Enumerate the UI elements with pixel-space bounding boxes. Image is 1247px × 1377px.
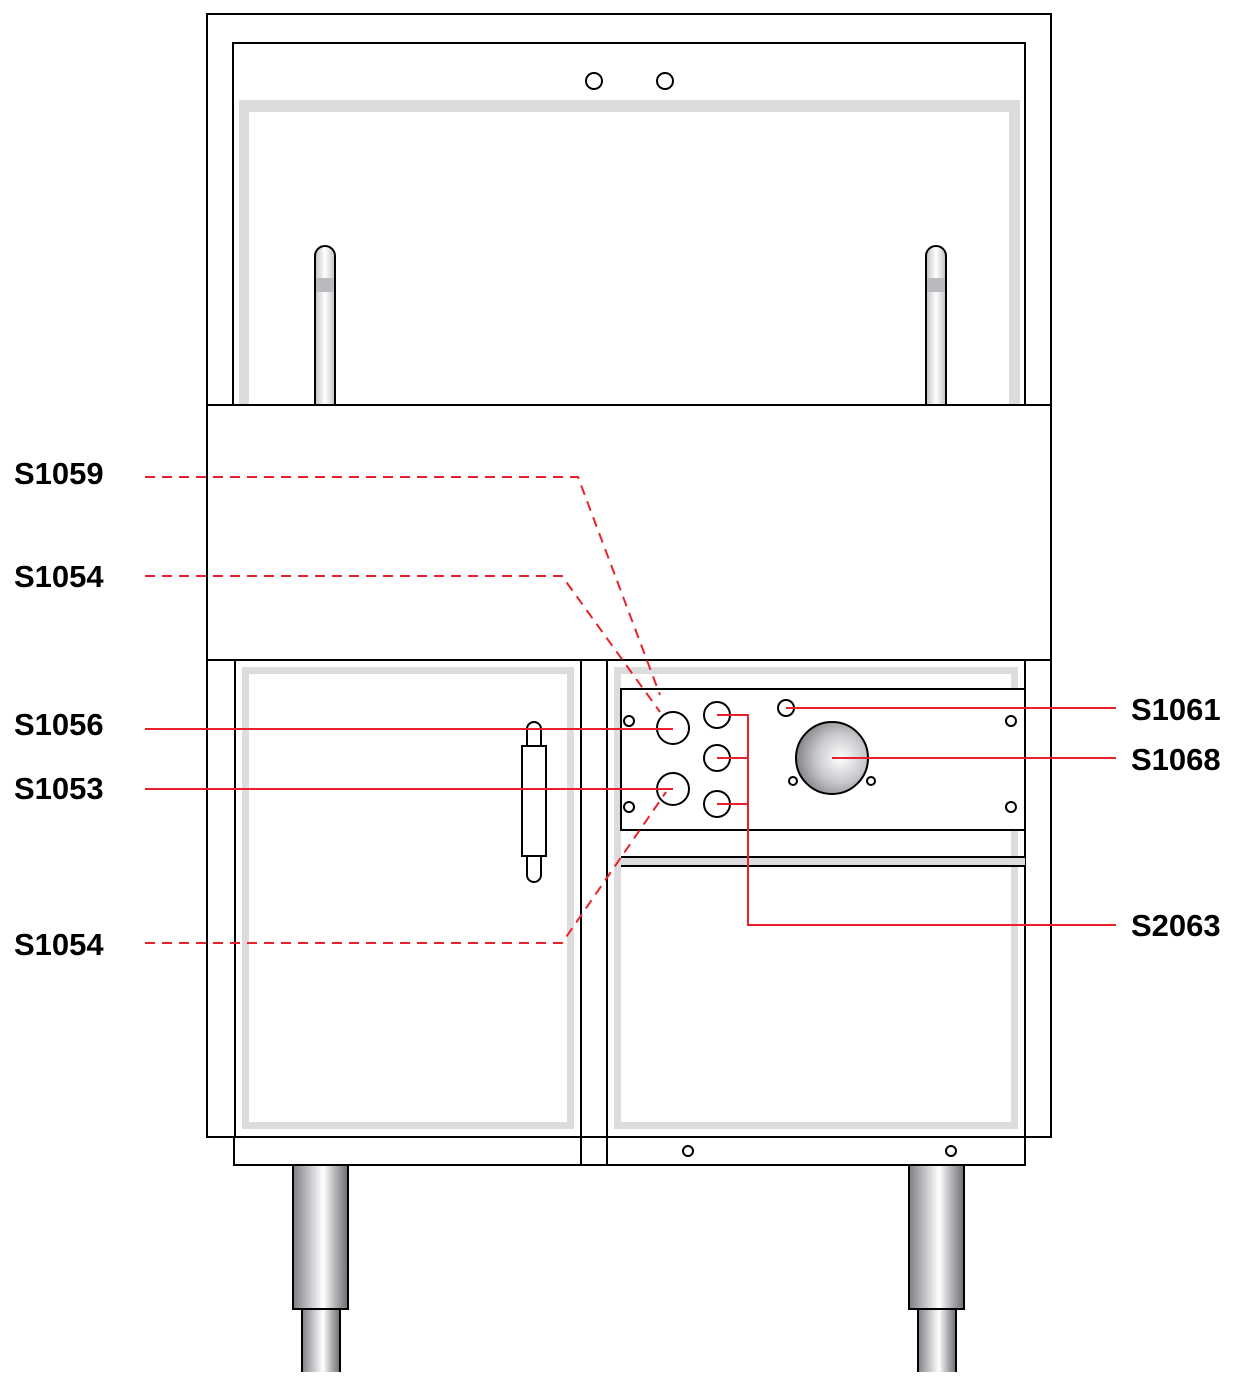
front-band (206, 404, 1052, 661)
leader-s1054-upper (145, 575, 661, 713)
label-s1059: S1059 (14, 456, 104, 491)
panel-screw (623, 715, 635, 727)
callout-lines (145, 476, 1116, 944)
door-handle[interactable] (521, 721, 547, 883)
left-door[interactable] (234, 659, 582, 1138)
upper-recess (232, 42, 1026, 406)
side-rails (314, 245, 947, 405)
center-divider (580, 659, 608, 1138)
label-s1053: S1053 (14, 771, 104, 806)
label-s1054-lower: S1054 (14, 927, 104, 962)
panel-screw (1005, 801, 1017, 813)
leader-s1054-lower (145, 791, 667, 944)
label-s1068: S1068 (1131, 742, 1221, 777)
label-s1054-upper: S1054 (14, 559, 104, 594)
label-s1061: S1061 (1131, 692, 1221, 727)
left-foot (301, 1308, 341, 1377)
base (233, 1136, 1026, 1377)
top-bolt-left (585, 72, 603, 90)
control-panel (620, 688, 1026, 867)
right-foot (917, 1308, 957, 1377)
panel-screw (1005, 715, 1017, 727)
callout-labels: S1059 S1054 S1056 S1053 S1054 S1061 S106… (14, 456, 1221, 962)
left-rail (314, 245, 336, 405)
right-leg (908, 1164, 965, 1310)
leader-s1059 (145, 476, 661, 696)
label-s1056: S1056 (14, 707, 104, 742)
left-leg (292, 1164, 349, 1310)
panel-screw (623, 801, 635, 813)
right-rail (925, 245, 947, 405)
top-bolt-right (656, 72, 674, 90)
base-rail (233, 1136, 1026, 1166)
label-s2063: S2063 (1131, 908, 1221, 943)
leader-s2063 (717, 714, 1116, 926)
